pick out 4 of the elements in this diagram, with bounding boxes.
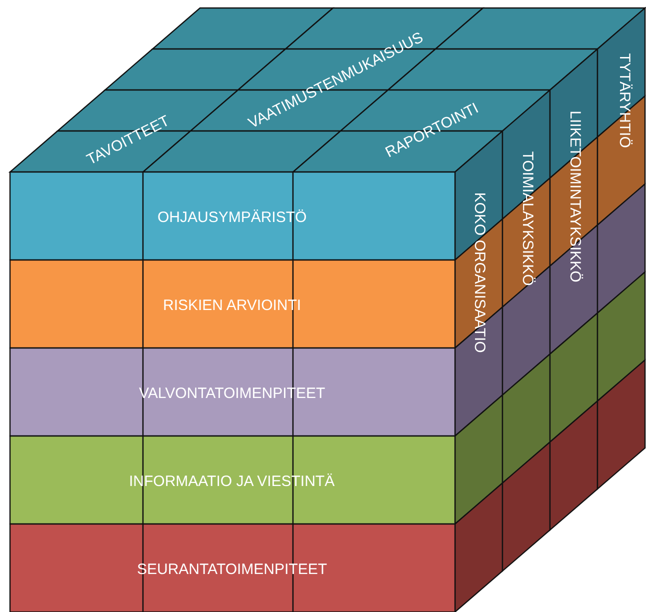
axis-label: TYTÄRYHTIÖ: [615, 52, 632, 148]
axis-label: TOIMIALAYKSIKKÖ: [518, 150, 536, 286]
axis-label: LIIKETOIMINTAYKSIKKÖ: [566, 110, 584, 282]
axis-label: KOKO ORGANISAATIO: [470, 192, 488, 352]
